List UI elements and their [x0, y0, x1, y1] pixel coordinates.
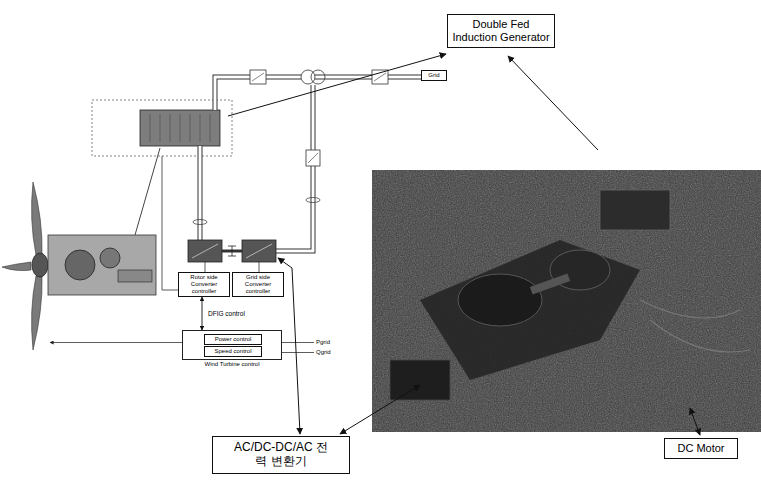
choke-symbol: [308, 153, 318, 163]
generator: [92, 100, 232, 156]
photo-texture: [372, 170, 761, 432]
node-text: AC/DC-DC/AC 전력 변환기: [233, 441, 329, 469]
node-text: Grid: [423, 72, 445, 79]
node-text: Rotor side Converter controller: [180, 274, 228, 295]
signal-label: Qgrid: [316, 349, 331, 356]
leader-line: [340, 385, 420, 434]
shaft: [135, 148, 160, 235]
node-text: Speed control: [206, 348, 260, 355]
shaft: [118, 270, 152, 282]
nacelle-body: [48, 235, 156, 295]
capacitor: [228, 246, 236, 256]
hub: [32, 253, 48, 277]
callout-box: Double Fed Induction Generator: [447, 14, 555, 48]
signal-label: Pgrid: [316, 339, 330, 346]
control-box: Power control: [204, 334, 262, 345]
cables: [640, 300, 750, 352]
gear: [100, 248, 120, 268]
cable: [199, 146, 202, 240]
gear: [65, 250, 95, 280]
control-wire: [50, 342, 182, 343]
leader-line: [690, 408, 700, 435]
current-sensor: [193, 220, 207, 225]
filter-symbol: [252, 73, 264, 81]
control-box: Speed control: [204, 346, 262, 357]
control-wires: [50, 156, 314, 353]
photo-ground: [372, 170, 761, 432]
control-wire: [162, 156, 178, 290]
cable: [215, 77, 421, 110]
node-text: Double Fed Induction Generator: [451, 18, 551, 43]
generator-body: [140, 110, 220, 146]
callout-box: AC/DC-DC/AC 전력 변환기: [212, 436, 350, 474]
control-wire: [205, 262, 206, 272]
cable: [276, 85, 313, 251]
control-wire: [282, 352, 314, 353]
node-text: Wind Turbine control: [182, 361, 282, 368]
transformer: [311, 70, 325, 84]
filter-box: [250, 70, 266, 84]
converter-photo: [390, 360, 450, 400]
blade: [2, 262, 31, 271]
leader-lines: [228, 54, 700, 435]
generator-fins: [150, 114, 210, 142]
node-text: DC Motor: [668, 442, 734, 455]
current-sensor: [306, 198, 320, 203]
grid-box: Grid: [421, 70, 447, 81]
blade: [32, 182, 43, 255]
control-group: Wind Turbine control Power controlSpeed c…: [182, 330, 282, 368]
cable: [276, 85, 313, 251]
nacelle: [48, 148, 160, 295]
leader-line: [508, 56, 598, 150]
coupling: [530, 273, 570, 294]
blade: [32, 276, 43, 350]
panel: [600, 190, 670, 230]
cable: [198, 146, 203, 240]
controller-box: Rotor side Converter controller: [178, 272, 230, 297]
motor-bed: [420, 240, 640, 380]
node-text: Grid side Converter controller: [234, 274, 282, 295]
controller-box: Grid side Converter controller: [232, 272, 284, 297]
leader-line: [228, 54, 446, 116]
converter-symbol: [192, 244, 272, 258]
callout-box: DC Motor: [664, 438, 738, 459]
choke-box: [306, 150, 320, 166]
generator-outline: [92, 100, 232, 156]
connector-label: DFIG control: [207, 310, 246, 317]
node-text: Power control: [206, 336, 260, 343]
cable: [215, 77, 421, 110]
control-wire: [259, 262, 260, 272]
connector: [202, 297, 203, 330]
control-wire: [282, 342, 314, 343]
breaker-box: [372, 70, 388, 84]
turbine-rotor: [2, 182, 48, 350]
photograph: [372, 170, 761, 432]
dc-motor: [458, 274, 542, 326]
